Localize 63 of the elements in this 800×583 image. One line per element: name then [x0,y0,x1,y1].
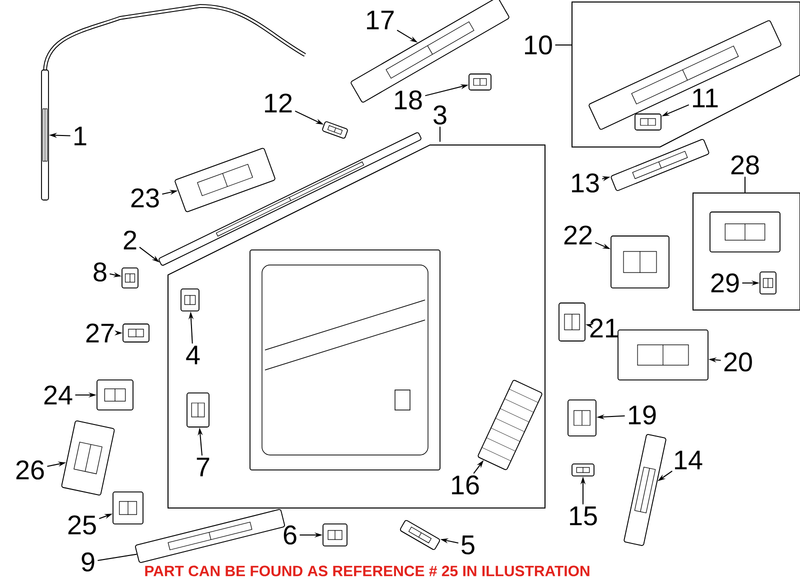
clip-drawing [572,464,594,476]
screw-drawing [400,520,440,550]
clip-drawing [322,524,348,546]
mirror-switch-drawing [610,236,670,288]
callout-number: 5 [462,536,474,554]
trim-strip-drawing [610,139,710,191]
callout-number: 24 [44,386,72,404]
leader-line [97,554,138,561]
bulb-drawing [760,272,776,294]
switch-panel-drawing [174,148,276,212]
callout-number: 9 [82,552,94,572]
window-switch-drawing [618,330,708,380]
callout-number: 29 [711,273,739,293]
switch-drawing [112,492,144,524]
callout-number: 26 [16,460,44,480]
switch-drawing [96,380,134,410]
screw-drawing [322,121,348,139]
callout-number: 18 [395,90,422,110]
callout-number: 13 [572,173,599,193]
switch-drawing [558,302,586,342]
callout-number: 7 [196,458,210,476]
callout-number: 16 [452,475,479,495]
weatherstrip-end-drawing [41,70,49,200]
callout-number: 4 [186,346,200,364]
callout-number: 25 [68,515,96,535]
leader-line [554,44,572,46]
callout-number: 28 [731,155,759,175]
clip-drawing [634,114,662,130]
clip-drawing [180,288,200,312]
callout-number: 1 [74,126,86,146]
callout-number: 19 [629,405,656,425]
seal-strip-drawing [158,132,422,266]
callout-number: 23 [131,188,159,208]
callout-number: 20 [724,352,752,372]
callout-number: 22 [564,226,592,244]
callout-number: 8 [94,262,106,282]
clip-drawing [468,74,492,90]
callout-number: 17 [367,10,394,30]
leader-line [744,176,746,194]
note-text: PART CAN BE FOUND AS REFERENCE # 25 IN ILLUSTRATION [145,566,590,576]
switch-bezel-drawing [61,420,115,496]
switch-bezel-drawing [588,20,782,130]
clip-drawing [122,268,138,288]
trim-strip-drawing [135,509,285,563]
callout-number: 2 [124,230,136,250]
frame [572,2,800,148]
switch-drawing [568,400,596,436]
bracket-drawing [186,392,210,428]
speaker-grille-drawing [478,380,542,470]
clip-drawing [122,324,150,342]
handle-housing-drawing [710,212,780,252]
trim-strip-drawing [624,434,666,546]
callout-number: 27 [86,324,114,342]
door-panel-drawing [250,250,440,470]
callout-number: 12 [265,94,292,112]
callout-number: 11 [693,88,718,108]
callout-number: 21 [590,318,618,338]
frame [168,144,546,508]
callout-number: 14 [675,450,702,470]
callout-number: 10 [525,35,552,55]
callout-number: 3 [434,105,446,125]
callout-number: 6 [284,525,296,545]
callout-number: 15 [570,506,597,526]
